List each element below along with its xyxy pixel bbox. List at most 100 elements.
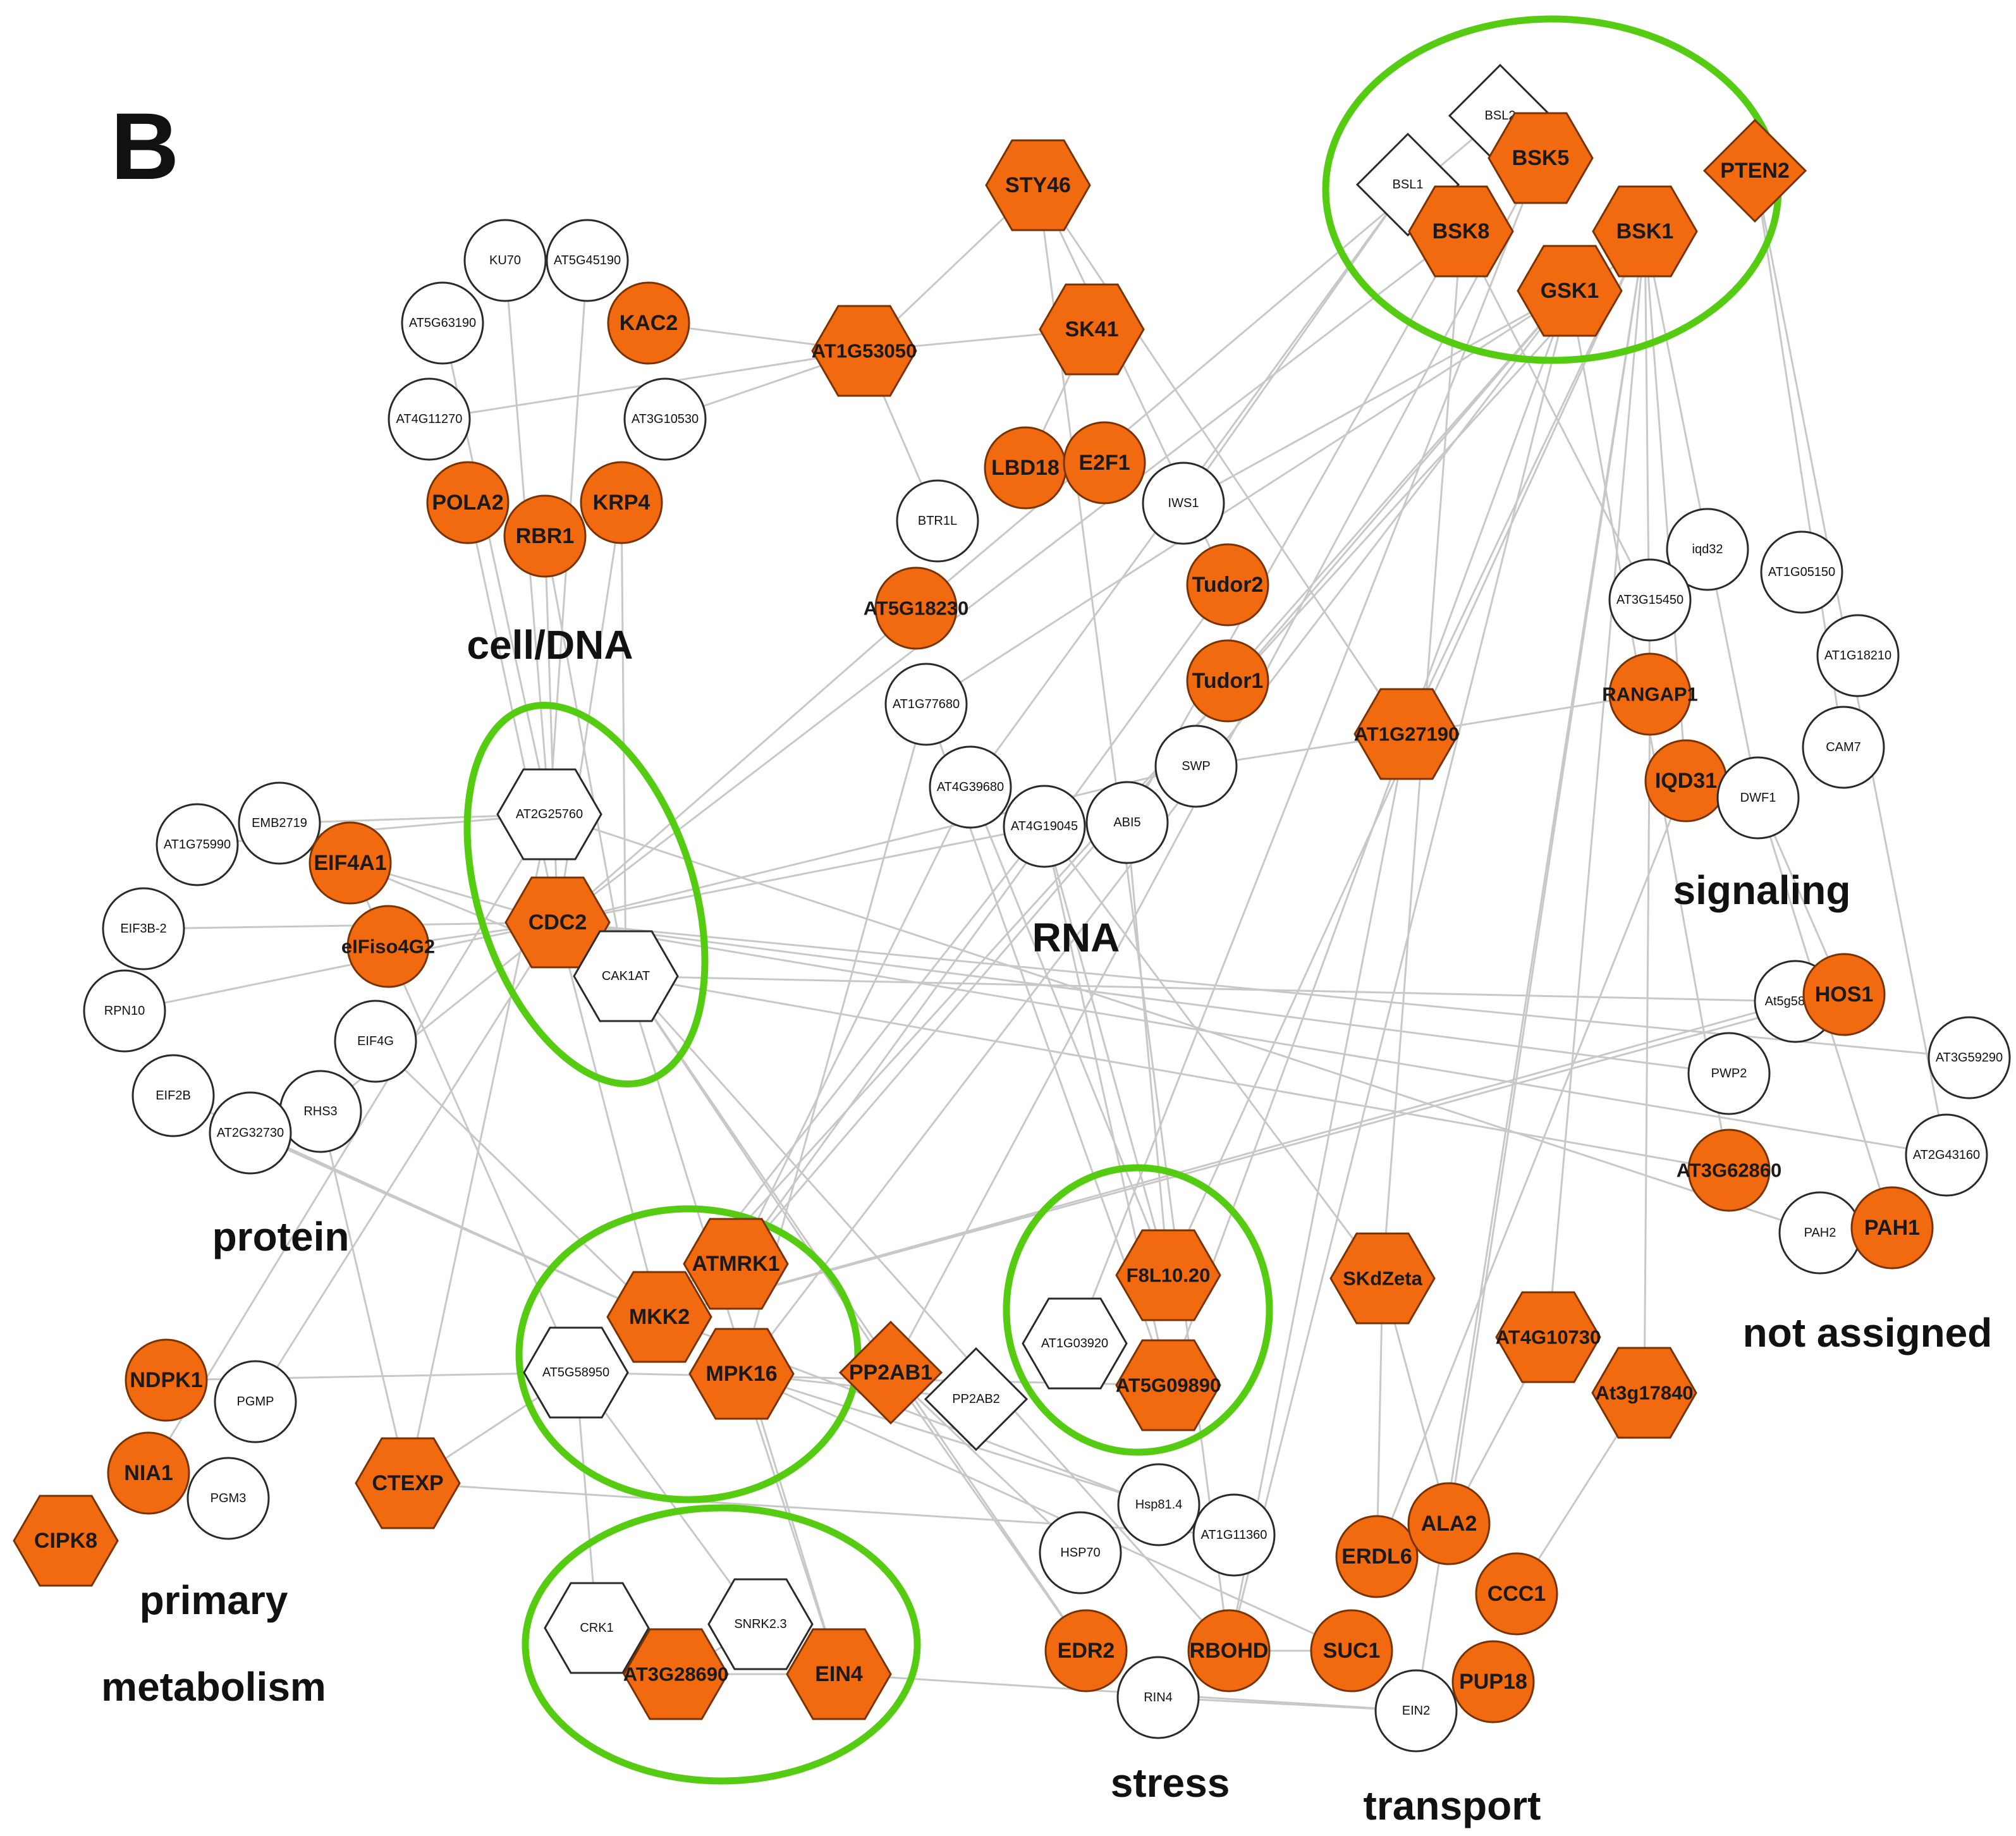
node-AT4G39680: AT4G39680 (929, 745, 1012, 829)
edge-BSK8-CDC2 (557, 230, 1462, 924)
node-hexagon-shape (811, 305, 917, 397)
node-AT1G53050: AT1G53050 (811, 305, 917, 397)
node-circle-shape (896, 479, 979, 563)
node-CAK1AT: CAK1AT (573, 930, 679, 1022)
node-AT1G03920: AT1G03920 (1022, 1297, 1128, 1390)
node-hexagon-shape (606, 1271, 712, 1363)
node-label: KAC2 (620, 311, 678, 335)
node-label: PUP18 (1459, 1670, 1527, 1694)
node-HSP70: HSP70 (1039, 1511, 1122, 1594)
node-circle-shape (580, 461, 663, 544)
category-stress: stress (1111, 1760, 1230, 1806)
node-label: CAM7 (1826, 740, 1861, 754)
edge-BSK1-MKK2 (658, 230, 1646, 1318)
node-circle-shape (1905, 1113, 1988, 1197)
node-label: CIPK8 (34, 1529, 97, 1553)
node-EIF4G: EIF4G (334, 1000, 417, 1083)
node-hexagon-shape (688, 1328, 795, 1420)
edge-F8L10.20-AT4G19045 (1043, 826, 1170, 1276)
node-label: Tudor1 (1192, 669, 1264, 693)
node-CIPK8: CIPK8 (13, 1495, 119, 1587)
node-CCC1: CCC1 (1475, 1552, 1558, 1636)
node-label: SWP (1182, 759, 1211, 773)
edge-CAK1AT-AT3G62860 (625, 975, 1730, 1172)
node-label: AT5G18230 (864, 597, 969, 620)
node-SUC1: SUC1 (1310, 1609, 1393, 1692)
node-circle-shape (346, 905, 430, 988)
node-KU70: KU70 (463, 219, 547, 302)
node-NDPK1: NDPK1 (125, 1338, 208, 1422)
edge-MKK2-AT2G32730 (250, 1132, 660, 1318)
node-hexagon-shape (523, 1326, 629, 1419)
node-circle-shape (1802, 706, 1885, 789)
node-PAH1: PAH1 (1850, 1186, 1934, 1270)
node-PTEN2: PTEN2 (1702, 118, 1807, 223)
node-AT1G05150: AT1G05150 (1760, 530, 1843, 614)
edge-CDC2-AT4G19045 (557, 825, 1045, 924)
edge-CDC2-AT5G18230 (557, 607, 917, 924)
node-EDR2: EDR2 (1044, 1609, 1128, 1692)
node-circle-shape (1927, 1016, 2011, 1099)
node-circle-shape (388, 377, 471, 461)
node-circle-shape (1666, 508, 1749, 591)
node-label: EMB2719 (252, 816, 307, 830)
node-SNRK2.3: SNRK2.3 (707, 1578, 814, 1670)
node-hexagon-shape (544, 1582, 650, 1674)
node-label: Tudor2 (1192, 573, 1264, 597)
node-DWF1: DWF1 (1716, 756, 1800, 840)
node-hexagon-shape (1591, 1347, 1697, 1439)
node-circle-shape (1187, 1609, 1271, 1692)
node-hexagon-shape (1517, 245, 1623, 337)
node-label: POLA2 (432, 491, 503, 515)
edge-GSK1-Tudor1 (1226, 290, 1571, 682)
node-circle-shape (1116, 1656, 1200, 1739)
edge-AT1G27190-RBOHD (1228, 733, 1408, 1651)
edge-PP2AB1-EDR2 (889, 1372, 1087, 1651)
node-hexagon-shape (1408, 185, 1514, 278)
node-label: AT4G10730 (1496, 1326, 1601, 1349)
node-circle-shape (623, 377, 707, 461)
node-Hsp81.4: Hsp81.4 (1117, 1463, 1200, 1546)
node-hexagon-shape (1022, 1297, 1128, 1390)
node-circle-shape (929, 745, 1012, 829)
node-label: AT3G62860 (1677, 1160, 1782, 1182)
edge-CDC2-MKK2 (556, 922, 661, 1318)
node-circle-shape (1186, 639, 1269, 723)
node-BTR1L: BTR1L (896, 479, 979, 563)
edge-AT2G25760-PAH2 (549, 813, 1821, 1234)
cluster-ring-f8l10 (1003, 1164, 1273, 1456)
edge-F8L10.20-ABI5 (1126, 822, 1170, 1276)
node-CDC2: CDC2 (504, 876, 611, 969)
node-label: AT5G45190 (554, 254, 621, 267)
node-label: LBD18 (991, 456, 1060, 480)
node-circle-shape (125, 1338, 208, 1422)
edge-IQD31-ERDL6 (1376, 780, 1687, 1557)
node-circle-shape (1802, 953, 1886, 1036)
node-AT4G11270: AT4G11270 (388, 377, 471, 461)
node-circle-shape (1063, 421, 1146, 505)
node-label: AT5G63190 (409, 316, 476, 330)
node-hexagon-shape (13, 1495, 119, 1587)
node-GSK1: GSK1 (1517, 245, 1623, 337)
node-label: IQD31 (1655, 769, 1717, 793)
node-AT1G27190: AT1G27190 (1353, 688, 1460, 780)
edge-CAK1AT-EIN4 (625, 976, 840, 1675)
node-circle-shape (546, 219, 629, 302)
node-AT1G11360: AT1G11360 (1192, 1493, 1276, 1577)
panel-label: B (111, 93, 179, 199)
node-circle-shape (214, 1360, 297, 1443)
edge-At3g17840-RANGAP1 (1643, 694, 1651, 1393)
edge-BSK1-AT4G10730 (1547, 231, 1646, 1338)
node-iqd32: iqd32 (1666, 508, 1749, 591)
node-label: AT5G58950 (542, 1366, 609, 1380)
node-circle-shape (1687, 1032, 1771, 1115)
edge-MPK16-EIN4 (740, 1373, 840, 1675)
node-PP2AB1: PP2AB1 (838, 1320, 943, 1425)
node-CAM7: CAM7 (1802, 706, 1885, 789)
edge-RIN4-EIN2 (1158, 1696, 1417, 1712)
edge-ATMRK1-AT4G39680 (735, 786, 972, 1264)
node-circle-shape (503, 494, 587, 578)
edge-SKdZeta-ERDL6 (1376, 1278, 1384, 1557)
node-label: SUC1 (1323, 1639, 1381, 1663)
